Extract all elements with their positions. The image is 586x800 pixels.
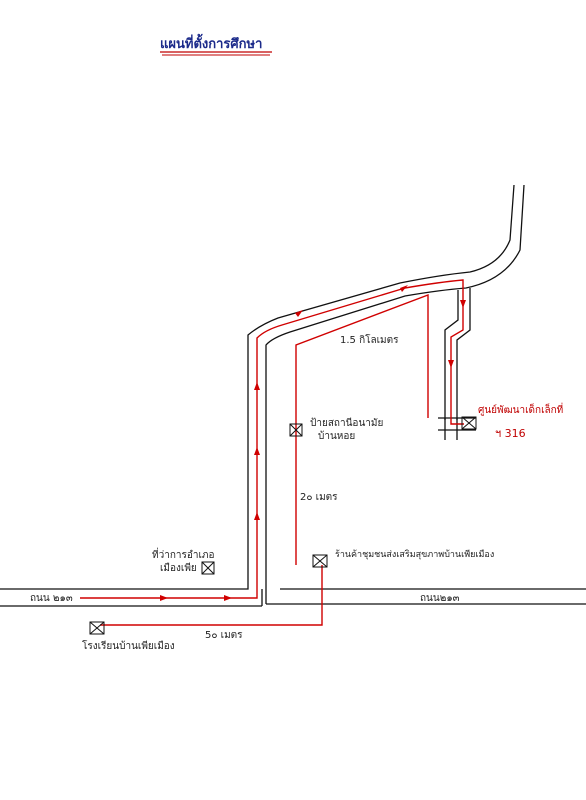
market-label: ร้านค้าชุมชนส่งเสริมสุขภาพบ้านเพียเมือง (335, 549, 494, 560)
route-arrow-icon (460, 300, 466, 308)
school-label: โรงเรียนบ้านเพียเมือง (82, 639, 175, 652)
route-arrow-icon (400, 285, 408, 292)
health-center-label-2: บ้านหอย (318, 430, 355, 442)
route-arrow-icon (160, 595, 168, 601)
building-marker-icon (461, 416, 477, 430)
building-marker-icon (289, 423, 303, 437)
branch-road (438, 288, 476, 440)
destination-label-1: ศูนย์พัฒนาเด็กเล็กที่ (478, 402, 563, 416)
route-lines (80, 279, 464, 626)
route-arrow-icon (254, 512, 260, 520)
police-station-label-1: ที่ว่าการอำเภอ (152, 547, 215, 561)
route-arrow-icon (295, 310, 303, 317)
distance-side-road: 2๐ เมตร (300, 492, 338, 503)
distance-main-route: 1.5 กิโลเมตร (340, 333, 399, 346)
highway (0, 184, 586, 607)
highway-left-label: ถนน ๒๑๓ (30, 593, 73, 604)
building-marker-icon (201, 561, 215, 575)
route-arrow-icon (254, 447, 260, 455)
health-center-label-1: ป้ายสถานีอนามัย (310, 417, 383, 429)
police-station-label-2: เมืองเพีย (160, 562, 197, 574)
route-arrow-icon (448, 360, 454, 368)
map-title: แผนที่ตั้งการศึกษา (160, 33, 262, 52)
building-marker-icon (89, 621, 105, 635)
route-arrow-icon (254, 382, 260, 390)
route-arrows (160, 285, 466, 601)
building-marker-icon (312, 554, 328, 568)
route-arrow-icon (224, 595, 232, 601)
highway-right-label: ถนน๒๑๓ (420, 593, 460, 604)
destination-label-2: ฯ 316 (495, 427, 526, 440)
distance-school-road: 5๐ เมตร (205, 630, 243, 641)
